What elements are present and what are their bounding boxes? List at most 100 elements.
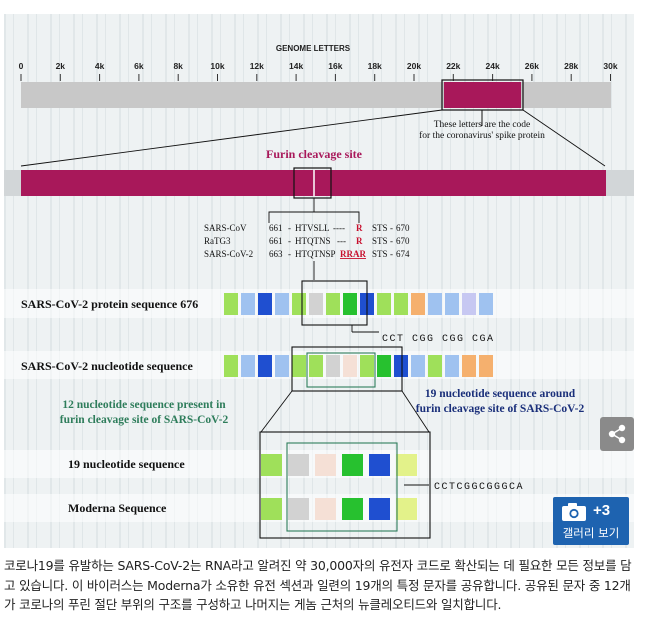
annotation-19-line2: furin cleavage site of SARS-CoV-2 xyxy=(416,403,585,415)
genome-tick-label: 2k xyxy=(56,61,66,71)
genome-tick-label: 18k xyxy=(368,61,382,71)
alignment-dash-1b: - xyxy=(390,223,393,233)
protein-cell xyxy=(394,293,408,315)
alignment-dash-2b: - xyxy=(390,236,393,246)
alignment-start-2: 661 xyxy=(269,236,283,246)
photo-caption: 코로나19를 유발하는 SARS-CoV-2는 RNA라고 알려진 약 30,0… xyxy=(4,558,632,612)
nucleotide-cells xyxy=(224,355,493,377)
share-icon xyxy=(608,424,626,444)
spike-note-line2: for the coronavirus' spike protein xyxy=(419,130,545,141)
zoom2-right xyxy=(401,390,430,433)
moderna-cell xyxy=(369,498,390,520)
nucleotide-cell xyxy=(343,355,357,377)
alignment-stop-2: 670 xyxy=(396,236,410,246)
annotation-19-line1: 19 nucleotide sequence around xyxy=(425,388,576,400)
protein-cell xyxy=(411,293,425,315)
comparison-12-box xyxy=(286,442,398,532)
genome-tick-label: 26k xyxy=(525,61,539,71)
alignment-cleave-3: RRAR xyxy=(340,249,366,259)
protein-cell xyxy=(428,293,442,315)
nucleotide-cell xyxy=(309,355,323,377)
genome-tick-label: 8k xyxy=(173,61,183,71)
nucleotide-cell xyxy=(224,355,238,377)
nucleotide-cell xyxy=(445,355,459,377)
genome-tick-label: 4k xyxy=(95,61,105,71)
genome-tick-label: 14k xyxy=(289,61,303,71)
compare-row1-label: 19 nucleotide sequence xyxy=(68,457,185,471)
protein-cell xyxy=(241,293,255,315)
protein-cell xyxy=(343,293,357,315)
moderna-cell xyxy=(261,498,282,520)
genome-tick-label: 6k xyxy=(134,61,144,71)
comparison-19-box xyxy=(259,431,431,539)
protein-cell xyxy=(309,293,323,315)
protein-cell xyxy=(224,293,238,315)
sequence-cell xyxy=(315,454,336,476)
alignment-name-1: SARS-CoV xyxy=(204,223,247,233)
zoom2-left xyxy=(260,390,293,433)
genome-tick-label: 24k xyxy=(486,61,500,71)
nucleotide-cell xyxy=(292,355,306,377)
nucleotide-19-box xyxy=(291,346,403,392)
sequence-cell xyxy=(369,454,390,476)
compare-row2-label: Moderna Sequence xyxy=(68,501,167,515)
alignment-gap-1: ---- xyxy=(333,223,345,233)
protein-label: SARS-CoV-2 protein sequence 676 xyxy=(21,297,198,311)
protein-cell xyxy=(326,293,340,315)
genome-tick-label: 16k xyxy=(328,61,342,71)
protein-cell xyxy=(445,293,459,315)
alignment-seq-3: HTQTNSP xyxy=(295,249,336,259)
moderna-cell xyxy=(288,498,309,520)
nucleotide-cell xyxy=(326,355,340,377)
sequence-cell xyxy=(288,454,309,476)
furin-bracket xyxy=(268,211,360,223)
alignment-dash-3a: - xyxy=(288,249,291,259)
alignment-dash-1a: - xyxy=(288,223,291,233)
nucleotide-cell xyxy=(479,355,493,377)
alignment-seq-1: HTVSLL xyxy=(295,223,330,233)
genome-tick-label: 12k xyxy=(250,61,264,71)
spike-note-line1: These letters are the code xyxy=(434,120,531,130)
gallery-label: 갤러리 보기 xyxy=(562,526,620,540)
genome-tick-label: 30k xyxy=(603,61,617,71)
alignment-tail-1: STS xyxy=(372,223,388,233)
protein-highlight-box xyxy=(301,280,368,326)
sequence-text: CCTCGGCGGGCA xyxy=(434,482,524,493)
nucleotide-cell xyxy=(462,355,476,377)
share-button[interactable] xyxy=(600,417,634,451)
alignment-tail-3: STS xyxy=(372,249,388,259)
furin-title: Furin cleavage site xyxy=(266,147,363,161)
genome-tick-label: 22k xyxy=(446,61,460,71)
nucleotide-cell xyxy=(258,355,272,377)
alignment-dash-3b: - xyxy=(390,249,393,259)
protein-cell xyxy=(377,293,391,315)
protein-cell xyxy=(275,293,289,315)
genome-tick-label: 20k xyxy=(407,61,421,71)
gallery-count: +3 xyxy=(593,502,611,519)
genome-tick-label: 0 xyxy=(19,61,24,71)
alignment-seq-2: HTQTNS xyxy=(295,236,331,246)
protein-cells xyxy=(224,293,493,315)
alignment-name-3: SARS-CoV-2 xyxy=(204,249,253,259)
nucleotide-cell xyxy=(411,355,425,377)
camera-icon xyxy=(562,503,586,521)
spike-region xyxy=(444,82,521,108)
alignment-dash-2a: - xyxy=(288,236,291,246)
annotation-12-line2: furin cleavage site of SARS-CoV-2 xyxy=(60,414,229,426)
alignment-table: SARS-CoV 661 - HTVSLL ---- R STS - 670 R… xyxy=(204,223,410,259)
alignment-gap-2: --- xyxy=(337,236,346,246)
sequence-cell xyxy=(261,454,282,476)
alignment-stop-3: 674 xyxy=(396,249,410,259)
gallery-button[interactable]: +3 갤러리 보기 xyxy=(553,497,629,545)
nucleotide-cell xyxy=(241,355,255,377)
sequence-cell xyxy=(396,454,417,476)
nucleotide-cell xyxy=(360,355,374,377)
annotation-12-line1: 12 nucleotide sequence present in xyxy=(62,399,226,411)
genome-tick-label: 10k xyxy=(210,61,224,71)
nucleotide-label: SARS-CoV-2 nucleotide sequence xyxy=(21,359,193,373)
alignment-cleave-1: R xyxy=(356,223,363,233)
nucleotide-cell xyxy=(377,355,391,377)
